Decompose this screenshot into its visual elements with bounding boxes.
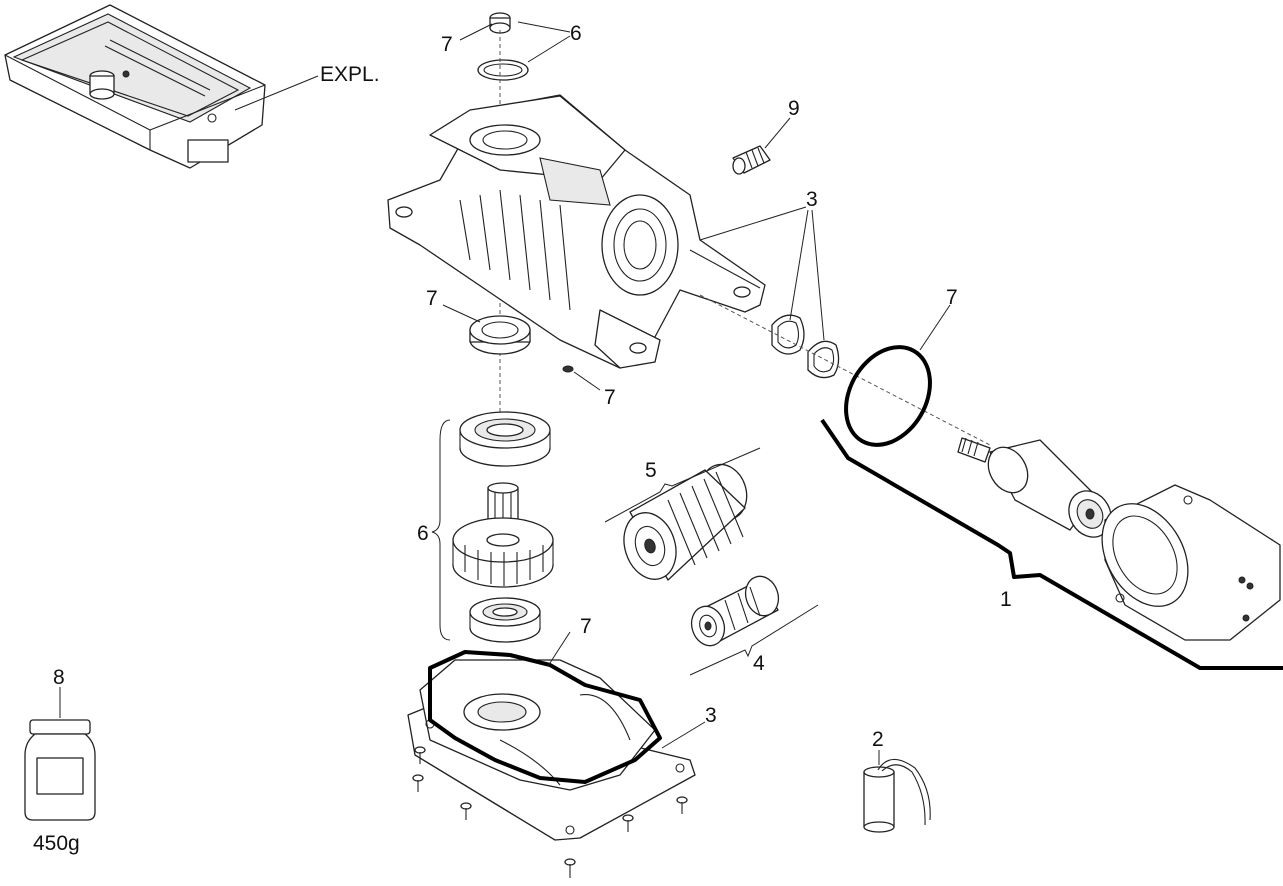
label-8: 8 bbox=[53, 666, 65, 689]
label-expl: EXPL. bbox=[320, 63, 380, 86]
label-6-top: 6 bbox=[570, 22, 582, 45]
bracket-6 bbox=[431, 419, 451, 641]
gasket-part bbox=[428, 650, 662, 784]
oil-seal-part bbox=[469, 315, 531, 355]
cable-gland-part bbox=[732, 145, 771, 175]
label-7-top: 7 bbox=[441, 33, 453, 56]
label-5: 5 bbox=[645, 459, 657, 482]
lower-housing-part bbox=[407, 659, 696, 841]
screw-parts bbox=[412, 746, 688, 878]
label-9: 9 bbox=[788, 97, 800, 120]
capacitor-part bbox=[863, 758, 931, 833]
motor-part bbox=[957, 437, 1281, 641]
label-7-right: 7 bbox=[946, 286, 958, 309]
label-3-lower: 3 bbox=[705, 704, 717, 727]
top-bushing-part bbox=[489, 12, 511, 34]
label-grease-weight: 450g bbox=[33, 832, 80, 855]
label-1: 1 bbox=[1000, 588, 1012, 611]
shaped-seal-parts bbox=[771, 314, 840, 379]
pinion-part bbox=[690, 575, 780, 647]
label-7-gasket: 7 bbox=[580, 615, 592, 638]
small-ball-part bbox=[562, 365, 574, 373]
o-ring-part bbox=[844, 345, 932, 447]
label-7-seal: 7 bbox=[426, 287, 438, 310]
bracket-1 bbox=[820, 418, 1283, 670]
upper-cover-part bbox=[4, 4, 266, 169]
intermediate-gear-part bbox=[623, 463, 748, 581]
label-4: 4 bbox=[753, 652, 765, 675]
label-7-dot: 7 bbox=[604, 386, 616, 409]
output-shaft-assembly bbox=[452, 411, 554, 643]
bracket-4 bbox=[689, 604, 819, 676]
bracket-5 bbox=[604, 447, 761, 523]
label-6-left: 6 bbox=[417, 522, 429, 545]
grease-jar-part bbox=[24, 719, 96, 821]
expl-leader bbox=[234, 75, 319, 111]
label-2: 2 bbox=[872, 728, 884, 751]
label-3-upper: 3 bbox=[806, 188, 818, 211]
gearbox-housing-part bbox=[387, 94, 766, 369]
circlip-part bbox=[477, 59, 529, 81]
